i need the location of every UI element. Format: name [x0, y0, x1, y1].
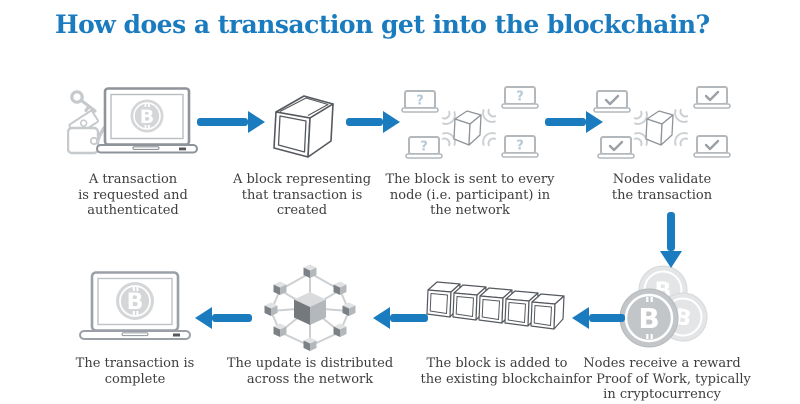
step-update-distributed: The update is distributed across the net… — [220, 262, 400, 387]
cube-broadcast-question-laptops-icon: ? — [399, 82, 541, 168]
bitcoin-coins-icon: B B B — [611, 262, 713, 352]
laptop-bitcoin-wallet-key-icon: B — [67, 82, 199, 168]
flow-arrow-left-5-6 — [572, 307, 625, 329]
step-block-added: The block is added to the existing block… — [407, 262, 587, 387]
page-title: How does a transaction get into the bloc… — [55, 10, 710, 39]
step-block-created: A block representing that transaction is… — [212, 82, 392, 219]
step-transaction-requested: B A transaction is requested and authent… — [43, 82, 223, 219]
step-caption: Nodes validate the transaction — [611, 172, 713, 203]
step-nodes-validate: Nodes validate the transaction — [572, 82, 752, 203]
bitcoin-symbol: B — [116, 282, 154, 320]
step-caption: Nodes receive a reward for Proof of Work… — [573, 356, 751, 402]
flow-arrow-right-1-2 — [197, 111, 265, 133]
svg-text:B: B — [638, 302, 659, 335]
step-caption: The transaction is complete — [75, 356, 195, 387]
step-caption: The block is added to the existing block… — [420, 356, 574, 387]
svg-text:B: B — [140, 106, 154, 128]
network-nodes-cube-icon — [263, 262, 357, 352]
blockchain-cube-row-icon — [426, 262, 568, 352]
bitcoin-symbol: B — [130, 99, 164, 133]
laptop-bitcoin-icon: B — [75, 262, 195, 352]
cube-block-icon — [264, 82, 340, 168]
step-block-sent: ? — [380, 82, 560, 219]
bitcoin-symbol: B — [619, 288, 679, 348]
step-caption: The block is sent to every node (i.e. pa… — [385, 172, 555, 218]
cube-broadcast-check-laptops-icon — [591, 82, 733, 168]
step-caption: A block representing that transaction is… — [232, 172, 372, 218]
svg-text:B: B — [127, 290, 144, 315]
step-caption: A transaction is requested and authentic… — [78, 172, 188, 218]
flow-arrow-right-3-4 — [545, 111, 603, 133]
step-caption: The update is distributed across the net… — [226, 356, 394, 387]
flow-arrow-down-4-5 — [660, 212, 682, 268]
flow-arrow-right-2-3 — [346, 111, 400, 133]
step-nodes-reward: B B B Nodes r — [567, 262, 757, 403]
flow-arrow-left-7-8 — [195, 307, 252, 329]
step-transaction-complete: B The transaction is complete — [45, 262, 225, 387]
flow-arrow-left-6-7 — [373, 307, 428, 329]
